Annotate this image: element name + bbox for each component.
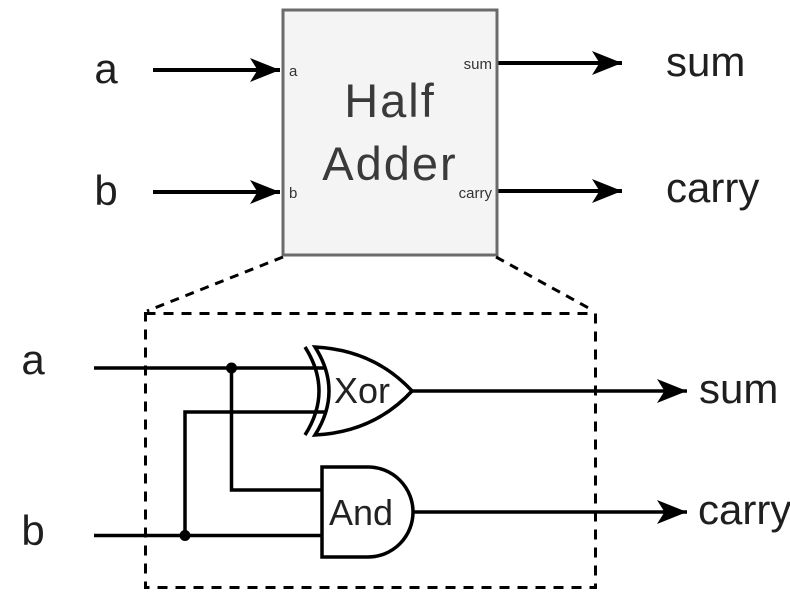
branch-wire-a-to-and	[229, 368, 330, 492]
and-gate: And	[320, 465, 415, 559]
block-output-label-carry: carry	[666, 164, 759, 211]
port-label-sum: sum	[464, 56, 492, 73]
block-output-label-sum: sum	[666, 38, 745, 85]
and-gate-label: And	[329, 492, 393, 533]
gate-output-label-carry: carry	[698, 486, 790, 533]
gate-section: a b Xor And	[21, 336, 790, 559]
zoom-link-right-line	[495, 255, 595, 313]
half-adder-title-line2: Adder	[322, 137, 457, 190]
block-input-label-a: a	[94, 45, 118, 92]
zoom-link	[144, 255, 597, 589]
junction-dot-b	[179, 530, 191, 541]
half-adder-block	[281, 8, 499, 257]
branch-wire-b-to-xor	[183, 410, 330, 536]
block-section: a b sum carry Half Adder a b sum carry	[94, 8, 759, 257]
internal-circuit-dashed-box	[144, 312, 597, 589]
block-input-label-b: b	[94, 167, 117, 214]
xor-gate-body	[311, 345, 415, 437]
gate-input-label-a: a	[21, 336, 45, 383]
xor-gate: Xor	[303, 345, 415, 437]
port-label-b: b	[289, 185, 297, 202]
port-label-carry: carry	[459, 185, 493, 202]
zoom-link-left-line	[146, 255, 284, 313]
gate-input-label-b: b	[21, 507, 44, 554]
and-gate-body	[320, 465, 415, 559]
xor-gate-label: Xor	[334, 370, 390, 411]
port-label-a: a	[289, 63, 298, 80]
xor-gate-outer-arc	[303, 346, 321, 436]
junction-dot-a	[226, 362, 237, 374]
gate-output-label-sum: sum	[699, 365, 778, 412]
half-adder-title-line1: Half	[344, 74, 436, 127]
